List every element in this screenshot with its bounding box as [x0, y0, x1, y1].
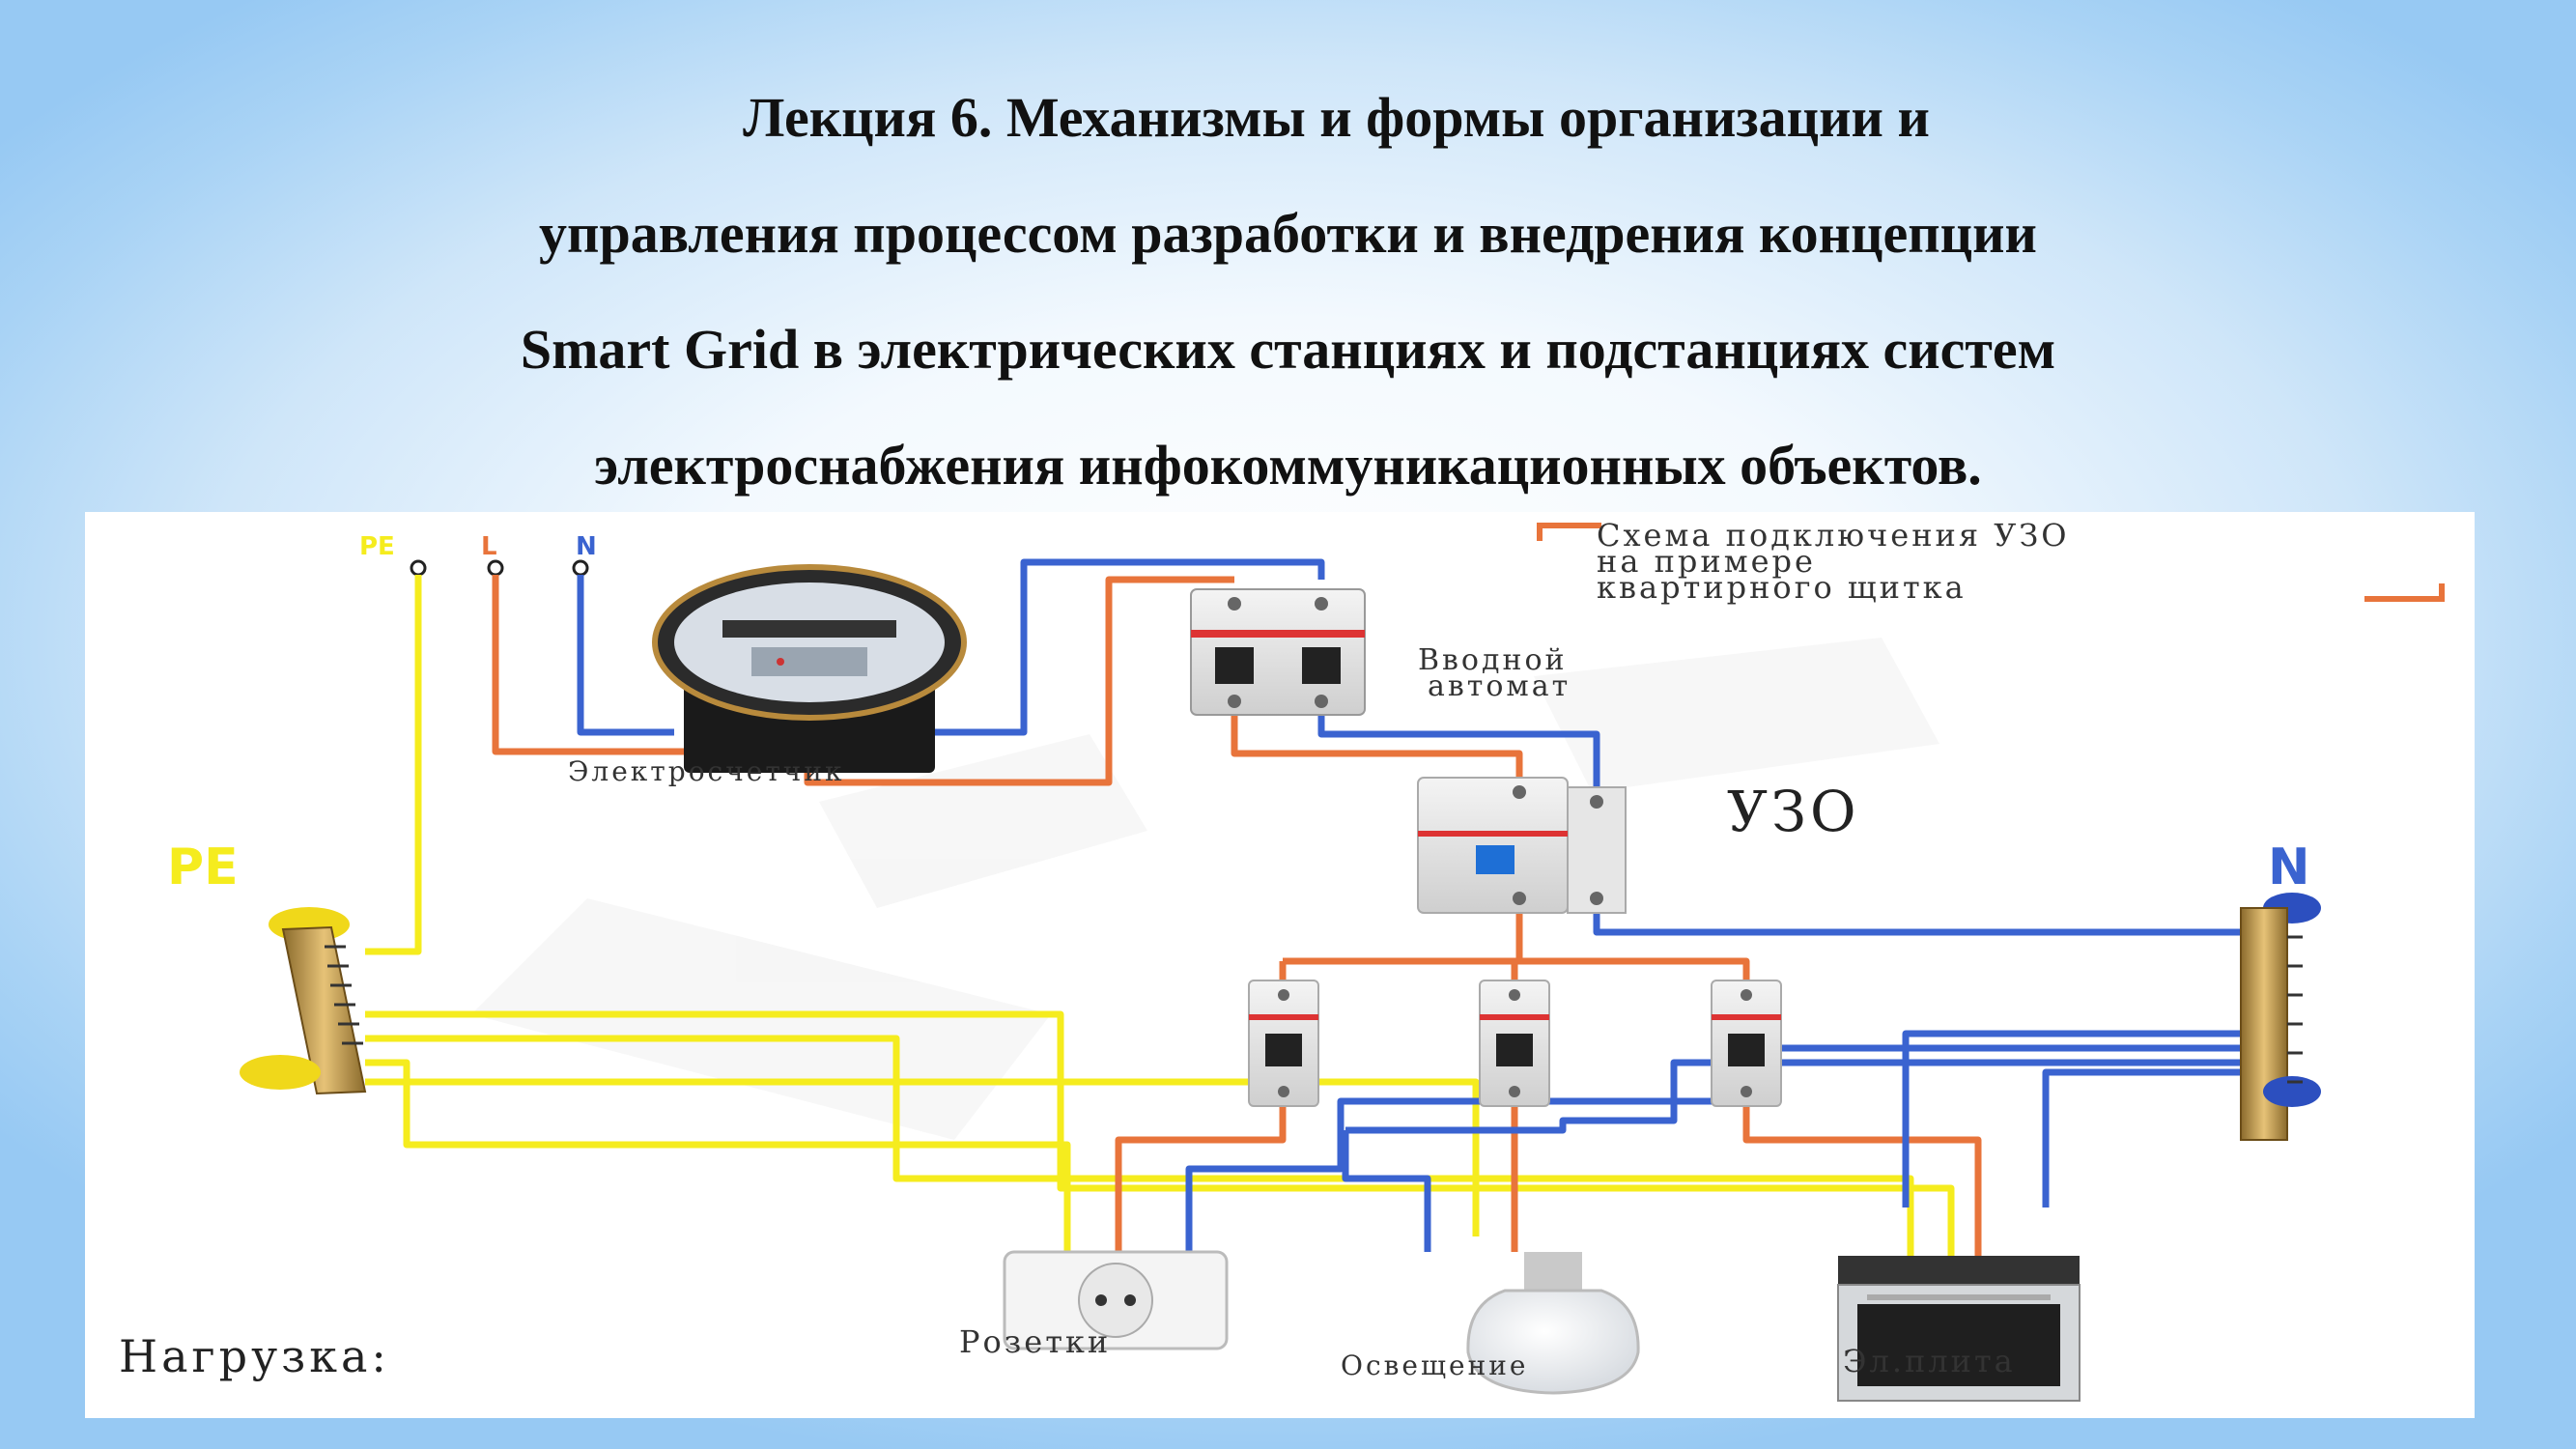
light-bulb-icon: [1466, 1252, 1640, 1395]
wiring-diagram: Схема подключения УЗО на примере квартир…: [85, 512, 2475, 1418]
title-line-2: управления процессом разработки и внедре…: [539, 202, 2037, 265]
branch-breaker-2-icon: [1479, 980, 1550, 1107]
rcd-label: УЗО: [1727, 779, 1860, 844]
ground-wires: [365, 575, 1955, 1256]
input-pe-label: PE: [359, 532, 395, 561]
rcd-icon: [1417, 777, 1627, 914]
pe-bus-bar-icon: [240, 907, 367, 1095]
power-socket-icon: [1003, 1250, 1229, 1350]
caption-line-2: на примере: [1597, 543, 1816, 580]
caption-line-1: Схема подключения УЗО: [1597, 517, 2070, 554]
title-line-3: Smart Grid в электрических станциях и по…: [520, 318, 2056, 381]
meter-label: Электросчетчик: [568, 755, 844, 787]
caption-line-3: квартирного щитка: [1597, 569, 1967, 606]
main-breaker-label-2: автомат: [1428, 669, 1571, 703]
input-terminals: [410, 559, 589, 577]
input-l-label: L: [481, 532, 497, 561]
branch-breaker-3-icon: [1711, 980, 1782, 1107]
sockets-label: Розетки: [959, 1323, 1111, 1360]
branch-breaker-1-icon: [1248, 980, 1319, 1107]
n-bus-label: N: [2268, 838, 2310, 896]
lighting-label: Освещение: [1341, 1350, 1528, 1381]
load-label: Нагрузка:: [119, 1330, 390, 1382]
pe-bus-label: PE: [167, 838, 239, 896]
input-n-label: N: [576, 532, 597, 561]
electric-stove-icon: [1837, 1256, 2081, 1402]
main-breaker-label-1: Вводной: [1418, 643, 1568, 677]
stove-label: Эл.плита: [1843, 1343, 2016, 1379]
electricity-meter-icon: [652, 564, 967, 773]
title-line-4: электроснабжения инфокоммуникационных об…: [594, 434, 1982, 497]
main-breaker-icon: [1190, 588, 1366, 716]
caption-frame: [1537, 523, 2445, 602]
phase-wires: [492, 575, 1982, 1256]
n-bus-bar-icon: [2240, 893, 2321, 1141]
title-line-1: Лекция 6. Механизмы и формы организации …: [743, 86, 1930, 149]
slide-title: Лекция 6. Механизмы и формы организации …: [0, 60, 2576, 524]
